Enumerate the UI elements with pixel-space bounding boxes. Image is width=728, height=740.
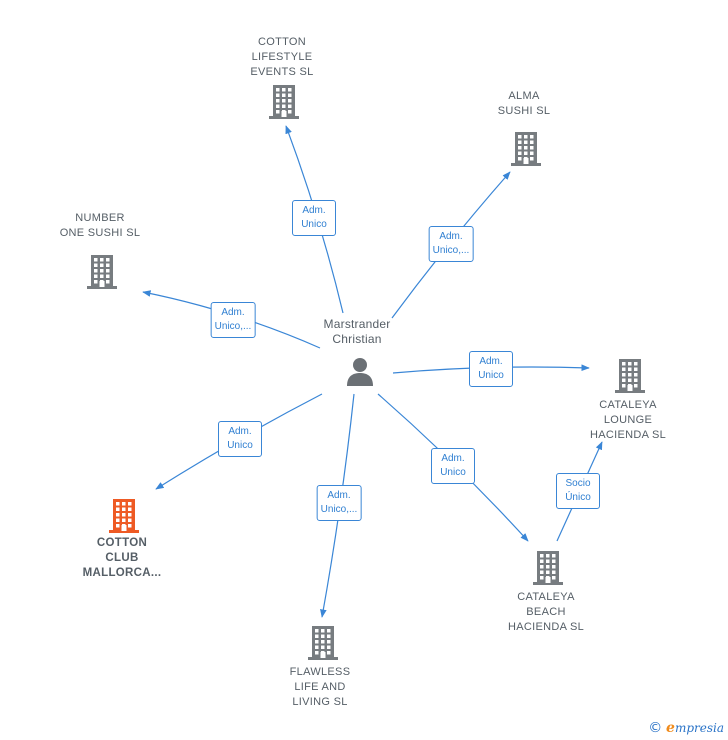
building-icon[interactable] [615, 359, 645, 398]
edge-role-label[interactable]: Socio Único [556, 473, 600, 509]
building-icon[interactable] [269, 85, 299, 124]
company-label[interactable]: ALMA SUSHI SL [497, 90, 551, 117]
company-label[interactable]: COTTON CLUB MALLORCA... [82, 537, 162, 579]
company-label[interactable]: NUMBER ONE SUSHI SL [59, 212, 141, 239]
edge-role-label[interactable]: Adm. Unico [218, 421, 262, 457]
brand-initial: e [666, 720, 675, 736]
company-label[interactable]: FLAWLESS LIFE AND LIVING SL [289, 666, 351, 708]
person-name[interactable]: Marstrander Christian [323, 317, 391, 346]
edge-role-label[interactable]: Adm. Unico [431, 448, 475, 484]
building-icon[interactable] [511, 132, 541, 171]
person-icon[interactable] [345, 357, 375, 392]
edge-role-label[interactable]: Adm. Unico [292, 200, 336, 236]
building-icon[interactable] [308, 626, 338, 665]
company-label[interactable]: CATALEYA LOUNGE HACIENDA SL [589, 399, 667, 441]
building-icon[interactable] [533, 551, 563, 590]
footer-brand: © empresia [648, 720, 724, 736]
edge-role-label[interactable]: Adm. Unico,... [210, 302, 256, 338]
building-icon[interactable] [109, 499, 139, 538]
company-label[interactable]: COTTON LIFESTYLE EVENTS SL [250, 36, 314, 78]
brand-name: mpresia [674, 721, 724, 735]
company-label[interactable]: CATALEYA BEACH HACIENDA SL [507, 591, 585, 633]
edge-role-label[interactable]: Adm. Unico [469, 351, 513, 387]
edge-role-label[interactable]: Adm. Unico,... [428, 226, 474, 262]
building-icon[interactable] [87, 255, 117, 294]
copyright-icon: © [648, 720, 663, 736]
edge-role-label[interactable]: Adm. Unico,... [316, 485, 362, 521]
